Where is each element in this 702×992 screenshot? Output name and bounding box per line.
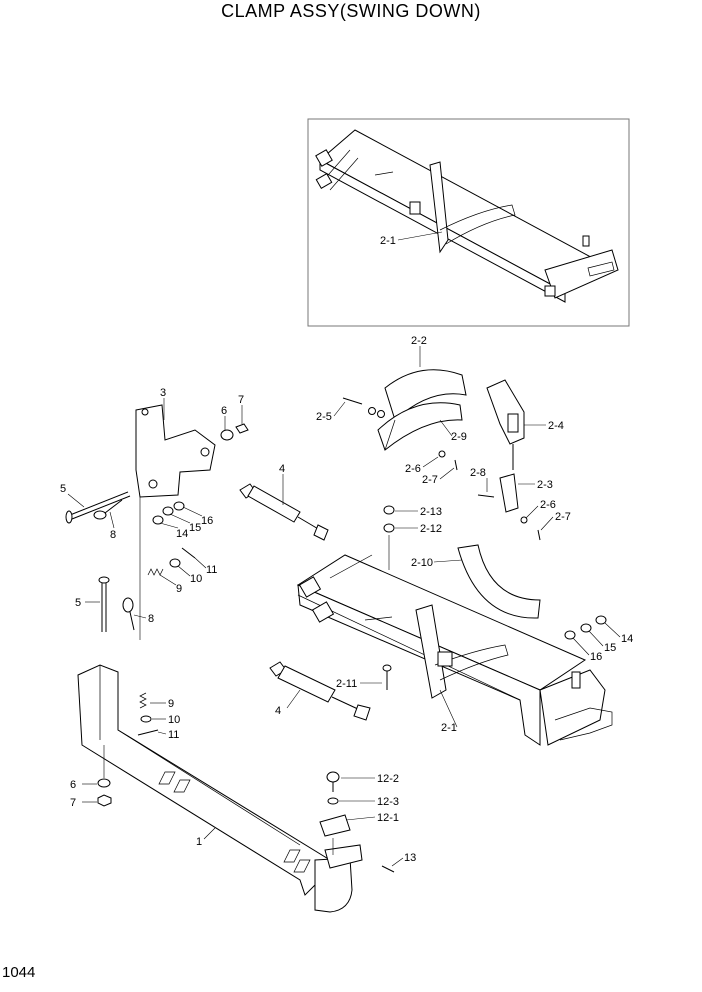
callout-9-mid: 9 <box>168 698 174 710</box>
callout-11-mid: 11 <box>168 729 179 741</box>
callout-7-top: 7 <box>238 394 244 406</box>
callout-2-7-a: 2-7 <box>422 474 438 486</box>
callout-5-mid: 5 <box>75 597 81 609</box>
callout-6-bottom: 6 <box>70 779 76 791</box>
callout-2-11: 2-11 <box>336 678 357 690</box>
clamp-arm-exploded: 2-2 2-5 2-9 2-6 2-7 <box>316 335 467 486</box>
callout-9-top: 9 <box>176 583 182 595</box>
callout-12-1: 12-1 <box>377 812 399 824</box>
callout-2-2: 2-2 <box>411 335 427 347</box>
diagram-title: CLAMP ASSY(SWING DOWN) <box>221 1 481 21</box>
callout-2-10: 2-10 <box>411 557 433 569</box>
callout-2-9: 2-9 <box>451 431 467 443</box>
callout-2-3: 2-3 <box>537 479 553 491</box>
callout-14-left: 14 <box>176 528 188 540</box>
callout-13: 13 <box>404 852 416 864</box>
callout-12-3: 12-3 <box>377 796 399 808</box>
callout-2-7-b: 2-7 <box>555 511 571 523</box>
callout-4-mid: 4 <box>275 705 281 717</box>
callout-15-left: 15 <box>189 522 201 534</box>
callout-2-6-b: 2-6 <box>540 499 556 511</box>
callout-14-right: 14 <box>621 633 633 645</box>
main-clamp-frame: 2-1 2-10 2-13 2-12 2-11 14 15 16 <box>296 505 633 746</box>
lock-lever-parts: 2-4 2-3 2-8 2-6 2-7 <box>470 379 571 541</box>
callout-2-6-a: 2-6 <box>405 463 421 475</box>
callout-4-top: 4 <box>279 463 285 475</box>
callout-12-2: 12-2 <box>377 773 399 785</box>
callout-6-top: 6 <box>221 405 227 417</box>
callout-1: 1 <box>196 836 202 848</box>
callout-10-mid: 10 <box>168 714 180 726</box>
callout-3: 3 <box>160 387 166 399</box>
callout-7-bottom: 7 <box>70 797 76 809</box>
callout-10-top: 10 <box>190 573 202 585</box>
inset-assembly-view: 2-1 <box>307 118 630 327</box>
callout-2-1-inset: 2-1 <box>380 235 396 247</box>
callout-2-13: 2-13 <box>420 506 442 518</box>
callout-16-right: 16 <box>590 651 602 663</box>
swing-arm-base: 5 8 1 9 10 11 6 7 <box>70 576 416 913</box>
gas-spring-top: 4 <box>239 463 329 541</box>
callout-2-5: 2-5 <box>316 411 332 423</box>
callout-8-mid: 8 <box>148 613 154 625</box>
page-number: 1044 <box>2 964 36 981</box>
callout-11-top: 11 <box>206 564 217 576</box>
gas-spring-mid: 4 <box>269 661 371 721</box>
callout-16-left: 16 <box>201 515 213 527</box>
callout-2-1-main: 2-1 <box>441 722 457 734</box>
callout-5-top: 5 <box>60 483 66 495</box>
callout-8-top: 8 <box>110 529 116 541</box>
bracket-assembly: 3 6 7 5 8 14 15 16 9 10 1 <box>60 387 249 640</box>
callout-15-right: 15 <box>604 642 616 654</box>
callout-2-12: 2-12 <box>420 523 442 535</box>
callout-2-4: 2-4 <box>548 420 564 432</box>
callout-2-8: 2-8 <box>470 467 486 479</box>
